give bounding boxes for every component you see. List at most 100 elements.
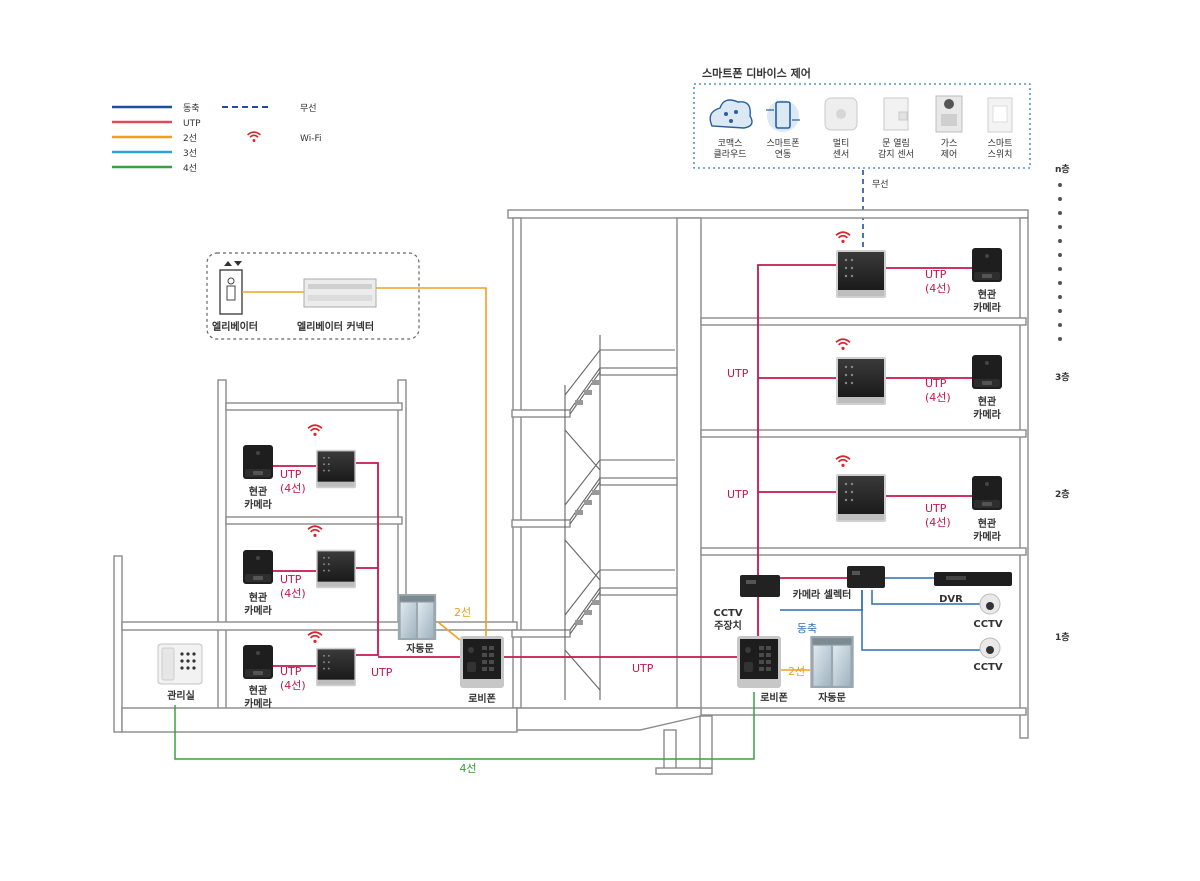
lobby-phone-label: 로비폰 [760, 691, 788, 704]
wire-2line-door-left [437, 621, 461, 641]
camera-selector-label: 카메라 셀렉터 [793, 588, 852, 601]
four-wire-label: (4선) [280, 679, 306, 692]
entrance-camera-icon [972, 476, 1002, 510]
lobby-phone-icon [737, 636, 781, 688]
entrance-camera-icon [243, 445, 273, 479]
cctv-dome-icon [979, 593, 1001, 615]
cctv-main-unit-icon [740, 575, 780, 597]
legend-label-3wire: 3선 [183, 148, 197, 159]
device-label-line1: 스마트 [988, 138, 1013, 149]
cctv-main-label-line1: CCTV [713, 608, 742, 619]
dvr-label: DVR [939, 594, 963, 605]
device-label-line2: 감지 센서 [878, 148, 914, 160]
camera-label-line1: 현관 [978, 395, 997, 408]
elevator-connector-label: 엘리베이터 커넥터 [297, 320, 374, 333]
device-label-line2: 센서 [833, 149, 850, 160]
four-wire-label: (4선) [925, 516, 951, 529]
utp-label: UTP [727, 367, 749, 380]
video-monitor-icon [316, 449, 356, 489]
floor-label-2: 2층 [1055, 488, 1070, 500]
dvr-icon [934, 572, 1012, 586]
utp-label: UTP [371, 666, 393, 679]
device-label-line2: 제어 [941, 149, 958, 160]
wifi-icon [307, 525, 323, 538]
floor-label-n: n층 [1055, 163, 1070, 175]
wire-utp-right-riser [757, 264, 836, 600]
two-wire-label: 2선 [454, 606, 471, 619]
right-tower-devices: UTP (4선) UTP (4선) UTP (4선) 현관 카메라 현관 카메라… [632, 231, 1012, 704]
camera-label-line2: 카메라 [973, 530, 1001, 543]
floor-label-1: 1층 [1055, 631, 1070, 643]
camera-label-line2: 카메라 [244, 697, 272, 710]
left-building-devices: UTP (4선) UTP (4선) UTP (4선) 현관 카메라 현관 카메라… [157, 424, 504, 775]
legend-label-utp: UTP [183, 119, 201, 129]
video-monitor-icon [836, 357, 886, 405]
wifi-icon [307, 424, 323, 437]
legend-label-wifi: Wi-Fi [300, 134, 321, 144]
camera-label-line2: 카메라 [244, 498, 272, 511]
device-label-line1: 가스 [941, 138, 958, 149]
camera-label-line2: 카메라 [973, 301, 1001, 314]
cctv-label: CCTV [973, 619, 1002, 630]
multi-sensor-icon [824, 97, 858, 131]
lobby-phone-icon [460, 636, 504, 688]
camera-label-line1: 현관 [249, 684, 268, 697]
legend-label-2wire: 2선 [183, 133, 197, 144]
two-wire-label: 2선 [788, 665, 805, 678]
wireless-link-label: 무선 [872, 179, 889, 190]
utp-label: UTP [280, 468, 302, 481]
office-label: 관리실 [167, 689, 195, 702]
wifi-icon [835, 231, 851, 244]
elevator-group: 엘리베이터 엘리베이터 커넥터 [206, 252, 420, 340]
legend-label-wireless: 무선 [300, 103, 317, 114]
video-monitor-icon [316, 549, 356, 589]
entrance-camera-icon [972, 355, 1002, 389]
four-wire-label: (4선) [925, 282, 951, 295]
elevator-frame [206, 252, 420, 340]
camera-label-line2: 카메라 [973, 408, 1001, 421]
stair-treads [575, 380, 600, 625]
device-label-line1: 멀티 [833, 137, 850, 149]
camera-label-line1: 현관 [978, 517, 997, 530]
wire-2line-elevator [376, 287, 487, 640]
auto-door-icon [810, 636, 854, 688]
utp-label: UTP [280, 573, 302, 586]
coax-label: 동축 [797, 622, 817, 635]
auto-door-icon [397, 594, 437, 640]
wifi-icon [835, 455, 851, 468]
four-wire-label: (4선) [280, 482, 306, 495]
cctv-main-label-line2: 주장치 [714, 619, 742, 632]
camera-selector-icon [847, 566, 885, 588]
legend-wifi-icon [246, 131, 262, 143]
entrance-camera-icon [972, 248, 1002, 282]
legend-label-4wire: 4선 [183, 163, 197, 174]
smart-panel-title: 스마트폰 디바이스 제어 [702, 66, 811, 80]
camera-label-line1: 현관 [249, 591, 268, 604]
cloud-icon [709, 99, 753, 129]
utp-label: UTP [925, 502, 947, 515]
utp-label: UTP [925, 268, 947, 281]
utp-label: UTP [632, 662, 654, 675]
smartphone-icon [766, 100, 800, 132]
video-monitor-icon [836, 474, 886, 522]
wifi-icon [835, 338, 851, 351]
building-structure [113, 209, 1029, 775]
camera-label-line1: 현관 [249, 485, 268, 498]
wire-selector-cctv1 [871, 590, 980, 605]
utp-label: UTP [925, 377, 947, 390]
cctv-label: CCTV [973, 662, 1002, 673]
auto-door-label: 자동문 [406, 642, 434, 655]
four-wire-label: (4선) [280, 587, 306, 600]
auto-door-label: 자동문 [818, 691, 846, 704]
four-wire-label: (4선) [925, 391, 951, 404]
elevator-connector-icon [303, 278, 377, 308]
stairs [564, 335, 675, 700]
elevator-icon [219, 261, 243, 315]
office-phone-icon [157, 643, 203, 685]
device-label-line1: 코맥스 [718, 138, 743, 149]
device-label-line2: 스위치 [988, 148, 1013, 160]
device-label-line1: 스마트폰 [766, 138, 799, 149]
video-monitor-icon [316, 647, 356, 687]
smart-device-panel: 스마트폰 디바이스 제어 [693, 66, 1031, 248]
